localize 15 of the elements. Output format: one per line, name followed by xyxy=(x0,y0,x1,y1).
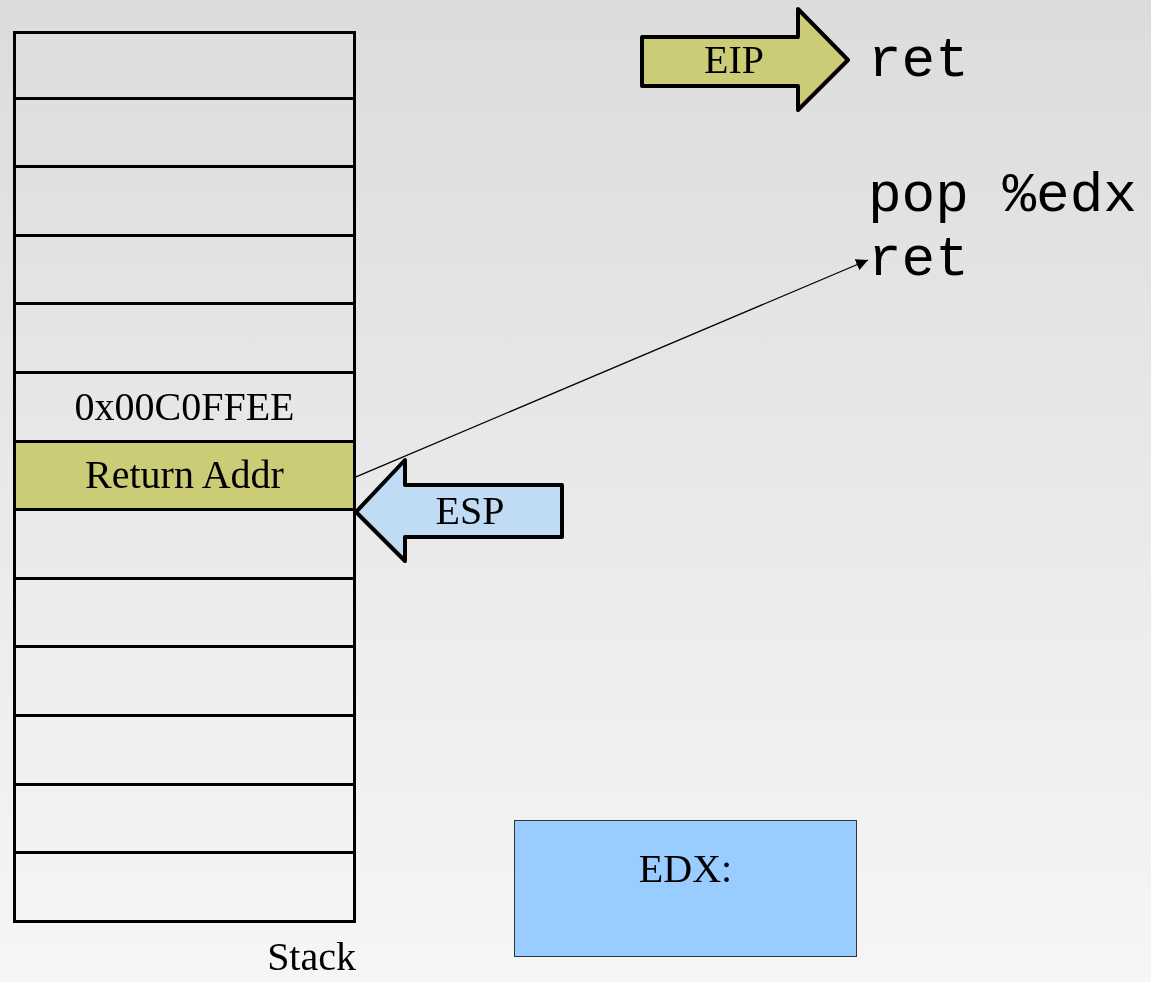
register-label: EDX: xyxy=(638,849,733,889)
cell-value: 0x00C0FFEE xyxy=(74,386,295,427)
stack-caption: Stack xyxy=(267,937,356,977)
cell-value: Return Addr xyxy=(85,455,284,496)
arrow xyxy=(355,259,869,478)
pointer-arrow xyxy=(642,9,850,111)
register-label: EIP xyxy=(704,40,764,80)
register-box xyxy=(514,820,857,957)
register-label: ESP xyxy=(435,491,505,531)
stack-column xyxy=(13,31,356,923)
instruction-text: pop %edx xyxy=(868,168,1137,224)
instruction-text: ret xyxy=(868,232,969,288)
stack-cell xyxy=(13,442,356,512)
pointer-arrow xyxy=(356,460,564,562)
instruction-text: ret xyxy=(868,33,969,89)
